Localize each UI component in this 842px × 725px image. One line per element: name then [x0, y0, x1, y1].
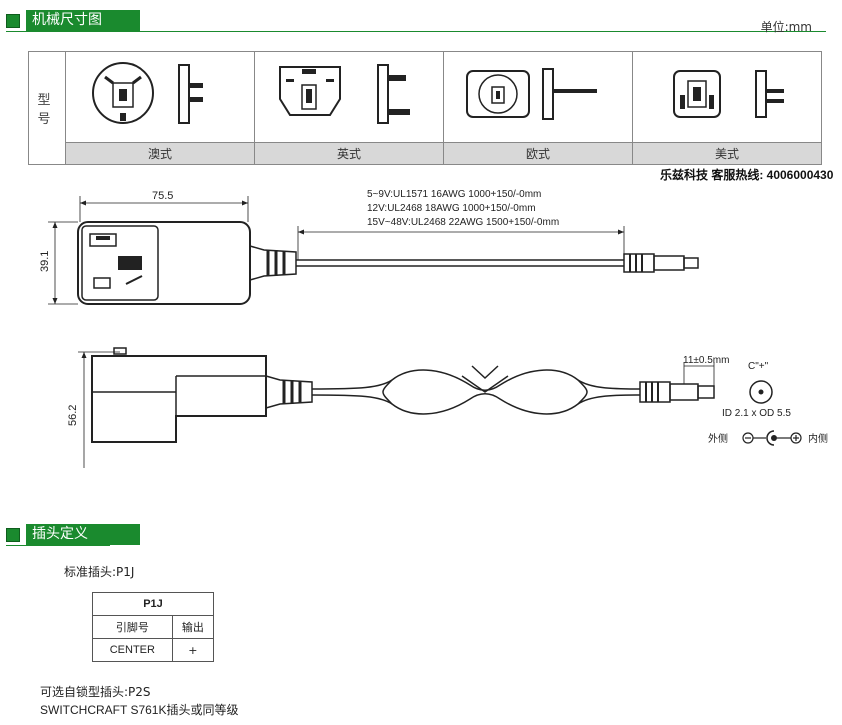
mechanical-drawing: 75.5 39.1	[39, 189, 828, 468]
width-dimension: 75.5	[79, 190, 249, 222]
cable-spec-1: 5~9V:UL1571 16AWG 1000+150/-0mm	[367, 189, 541, 200]
center-polarity-text: C"+"	[748, 361, 769, 372]
plug-image-us	[632, 51, 822, 143]
us-plug-icon	[673, 70, 784, 118]
plug-name-eu: 欧式	[443, 142, 633, 165]
plug-name-us: 美式	[632, 142, 822, 165]
barrel-end-view: C"+" ID 2.1 x OD 5.5	[722, 361, 791, 419]
section-divider	[6, 545, 110, 546]
customer-hotline: 乐兹科技 客服热线: 4006000430	[660, 168, 834, 182]
cable-length-dimension: 5~9V:UL1571 16AWG 1000+150/-0mm 12V:UL24…	[297, 189, 625, 260]
p1j-row-output: +	[171, 638, 215, 662]
plug-image-au	[65, 51, 255, 143]
optional-plug-label: 可选自锁型插头:P2S	[40, 685, 151, 699]
depth-dim-text: 56.2	[67, 405, 79, 426]
adapter-top-view	[77, 221, 699, 305]
height-dim-text: 39.1	[39, 251, 51, 272]
p1j-table: P1J 引脚号 输出 CENTER +	[92, 592, 215, 662]
plug-name-au: 澳式	[65, 142, 255, 165]
au-plug-icon	[92, 62, 203, 124]
barrel-size-text: ID 2.1 x OD 5.5	[722, 408, 791, 419]
inner-label: 内侧	[808, 432, 828, 445]
polarity-symbol: 外侧 内侧	[708, 430, 828, 446]
section-title: 机械尺寸图	[26, 10, 140, 31]
outer-label: 外侧	[708, 432, 728, 445]
standard-plug-label: 标准插头:P1J	[64, 565, 135, 579]
width-dim-text: 75.5	[152, 190, 173, 202]
cable-spec-3: 15V~48V:UL2468 22AWG 1500+150/-0mm	[367, 217, 559, 228]
plug-length-dimension: 11±0.5mm	[683, 355, 729, 386]
cable-spec-2: 12V:UL2468 18AWG 1000+150/-0mm	[367, 203, 536, 214]
eu-plug-icon	[466, 68, 597, 120]
p1j-title: P1J	[92, 592, 214, 616]
p1j-row-pin: CENTER	[92, 638, 173, 662]
plug-image-eu	[443, 51, 633, 143]
section-bullet-icon	[6, 527, 20, 542]
section-divider	[6, 31, 826, 32]
plug-name-uk: 英式	[254, 142, 444, 165]
section-header-plug-definition: 插头定义	[6, 524, 140, 545]
height-dimension: 39.1	[39, 221, 78, 305]
models-table: 型号	[28, 51, 822, 165]
section-header-mechanical: 机械尺寸图	[6, 10, 140, 31]
adapter-side-view	[91, 347, 715, 443]
uk-plug-icon	[279, 64, 410, 124]
section-bullet-icon	[6, 13, 20, 28]
p1j-col-pin: 引脚号	[92, 615, 173, 639]
model-row-label: 型号	[28, 51, 66, 165]
plug-length-text: 11±0.5mm	[683, 355, 729, 366]
plug-image-uk	[254, 51, 444, 143]
p1j-col-output: 输出	[171, 615, 215, 639]
section-title: 插头定义	[26, 524, 140, 545]
unit-label: 单位:mm	[760, 20, 812, 34]
depth-dimension: 56.2	[67, 351, 120, 468]
optional-plug-desc: SWITCHCRAFT S761K插头或同等级	[40, 703, 239, 717]
